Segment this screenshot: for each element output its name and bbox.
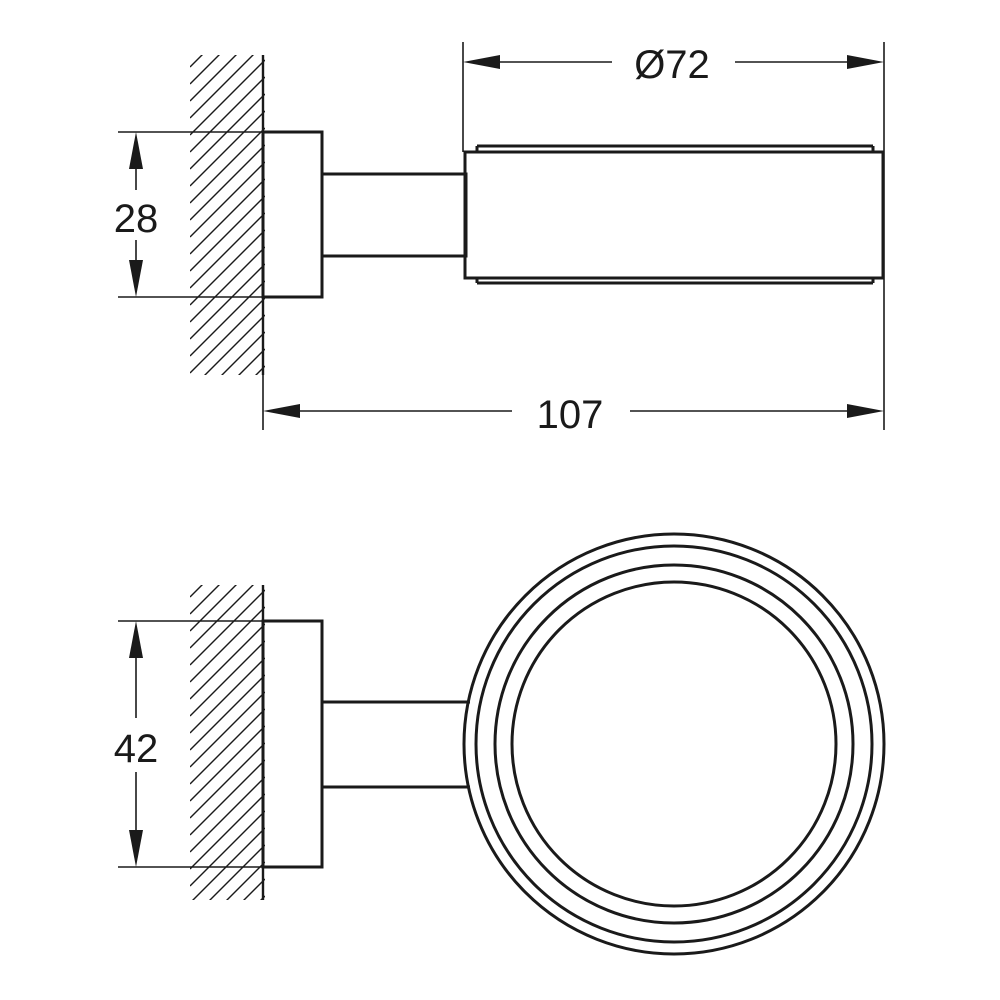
- front-height-dimension: 42: [114, 620, 263, 868]
- hatch-line: [190, 640, 265, 717]
- hatch-line: [204, 314, 265, 375]
- hatch-line: [192, 827, 265, 900]
- hatch-line: [190, 913, 265, 988]
- hatch-line: [190, 585, 254, 649]
- front-height-label: 42: [114, 727, 159, 771]
- hatch-line: [255, 365, 265, 375]
- hatch-line: [190, 589, 265, 666]
- hatch-line: [190, 657, 265, 734]
- arm-side: [320, 172, 468, 258]
- hatch-line: [221, 331, 265, 375]
- hatch-line: [190, 55, 254, 119]
- hatch-line: [190, 606, 265, 683]
- hatch-line: [190, 793, 265, 870]
- hatch-line: [190, 585, 237, 632]
- hatch-line: [190, 776, 265, 853]
- length-dimension: 107: [262, 375, 884, 437]
- hatch-line: [190, 451, 265, 526]
- hatch-line: [238, 348, 265, 375]
- hatch-line: [190, 708, 265, 785]
- hatch-line: [190, 725, 265, 802]
- hatch-line: [226, 861, 265, 900]
- hatch-line: [260, 895, 265, 900]
- hatch-line: [190, 585, 220, 615]
- hatch-line: [190, 297, 265, 374]
- wall-hatch-bottom: [190, 505, 265, 1000]
- holder-ring-outer: [462, 532, 886, 956]
- hatch-line: [190, 505, 265, 580]
- hatch-line: [190, 246, 265, 323]
- hatch-line: [190, 76, 265, 153]
- hatch-line: [190, 810, 265, 887]
- hatch-line: [190, 263, 265, 340]
- wall-flange-side: [261, 130, 324, 299]
- hatch-line: [190, 127, 265, 204]
- hatch-line: [190, 585, 203, 598]
- hatch-line: [190, 759, 265, 836]
- hatch-line: [190, 383, 265, 458]
- hatch-line: [190, 434, 265, 509]
- hatch-line: [190, 59, 265, 136]
- hatch-line: [190, 229, 265, 306]
- hatch-line: [190, 144, 265, 221]
- holder-ring-step: [493, 563, 855, 925]
- hatch-line: [190, 55, 220, 85]
- wall-flange-front: [261, 619, 324, 869]
- hatch-line: [190, 0, 265, 50]
- hatch-line: [190, 930, 265, 1000]
- side-height-label: 28: [114, 197, 159, 241]
- wall-hatch-top: [190, 0, 265, 526]
- diameter-label: Ø72: [634, 43, 710, 87]
- hatch-line: [190, 947, 265, 1000]
- holder-ring-middle: [474, 544, 874, 944]
- hatch-line: [190, 623, 265, 700]
- hatch-line: [190, 110, 265, 187]
- hatch-line: [190, 55, 203, 68]
- holder-ring-inner: [510, 580, 838, 908]
- holder-side: [463, 150, 885, 280]
- hatch-line: [243, 878, 265, 900]
- side-height-dimension: 28: [114, 131, 263, 298]
- hatch-line: [190, 691, 265, 768]
- hatch-line: [209, 844, 265, 900]
- hatch-line: [190, 161, 265, 238]
- front-view: 42: [114, 505, 886, 1000]
- hatch-line: [190, 212, 265, 289]
- length-label: 107: [537, 393, 604, 437]
- hatch-line: [190, 400, 265, 475]
- hatch-line: [190, 195, 265, 272]
- side-view: Ø72 107 28: [114, 0, 885, 526]
- hatch-line: [190, 674, 265, 751]
- hatch-line: [190, 742, 265, 819]
- hatch-line: [190, 55, 237, 102]
- hatch-line: [190, 417, 265, 492]
- hatch-line: [190, 178, 265, 255]
- hatch-line: [190, 280, 265, 357]
- diameter-dimension: Ø72: [462, 42, 885, 430]
- hatch-line: [190, 964, 265, 1000]
